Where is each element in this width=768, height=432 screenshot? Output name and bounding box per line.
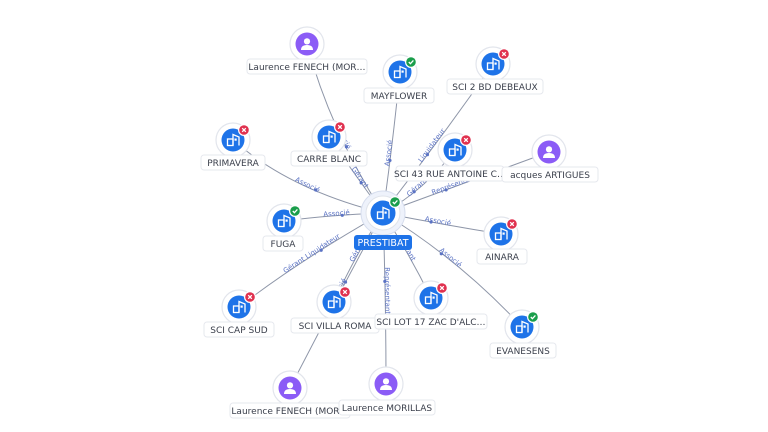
node-sci-lot-17[interactable]: SCI LOT 17 ZAC D'ALC… <box>374 280 488 330</box>
node-ainara[interactable]: AINARA <box>476 216 528 265</box>
node-label: SCI 43 RUE ANTOINE C… <box>394 170 506 180</box>
node-label: Laurence FENECH (MOR… <box>231 407 348 417</box>
node-label-bg <box>374 313 488 330</box>
node-label: Laurence FENECH (MOR… <box>248 63 365 73</box>
cross-badge-icon <box>238 124 250 136</box>
node-label-bg <box>262 235 304 252</box>
node-sci-43-rue-antoine[interactable]: SCI 43 RUE ANTOINE C… <box>394 132 506 182</box>
node-label: acques ARTIGUES <box>510 171 590 181</box>
node-label: SCI 2 BD DEBEAUX <box>452 83 537 93</box>
node-label-bg <box>501 166 599 183</box>
node-sci-villa-roma[interactable]: SCI VILLA ROMA <box>290 284 380 334</box>
node-mayflower[interactable]: MAYFLOWER <box>363 54 435 104</box>
node-laurence-fench-bottom[interactable]: Laurence FENECH (MOR… <box>229 370 351 419</box>
node-laurence-fench-top[interactable]: Laurence FENECH (MOR… <box>246 26 368 75</box>
node-label: MAYFLOWER <box>371 92 428 102</box>
node-laurence-morillas[interactable]: Laurence MORILLAS <box>338 366 436 416</box>
building-icon <box>327 295 341 309</box>
node-label-bg <box>246 58 368 75</box>
center-label: PRESTIBAT <box>357 238 408 249</box>
cross-badge-icon <box>334 121 346 133</box>
nodes-layer: Laurence FENECH (MOR… MAYFLOWER SCI 2 BD D… <box>200 26 599 419</box>
building-icon <box>486 57 500 71</box>
user-icon <box>301 38 313 50</box>
building-icon <box>424 291 438 305</box>
cross-badge-icon <box>506 218 518 230</box>
node-jacques-artigues[interactable]: acques ARTIGUES <box>501 134 599 183</box>
edge-label: Gérant <box>350 166 371 190</box>
center-label-pill <box>354 235 412 250</box>
user-icon <box>543 146 555 158</box>
edge-arrow <box>425 153 430 157</box>
check-badge-icon <box>289 205 301 217</box>
node-sci-2-bd-debeaux[interactable]: SCI 2 BD DEBEAUX <box>446 46 544 95</box>
edge-label: Associé <box>424 215 451 228</box>
check-badge-icon <box>405 56 417 68</box>
cross-badge-icon <box>498 48 510 60</box>
building-icon <box>515 320 529 334</box>
edge-label: Associé <box>294 176 321 195</box>
node-label: SCI LOT 17 ZAC D'ALC… <box>376 318 485 328</box>
node-label: EVANESENS <box>496 347 550 357</box>
node-label-bg <box>203 321 275 338</box>
node-carre-blanc[interactable]: CARRE BLANC <box>290 119 368 167</box>
building-icon <box>322 130 336 144</box>
building-icon <box>226 133 240 147</box>
edge-arrow <box>412 190 416 194</box>
node-label-bg <box>290 150 368 167</box>
edge-arrow <box>314 188 318 192</box>
node-fuga[interactable]: FUGA <box>262 203 304 252</box>
node-label: CARRE BLANC <box>297 155 361 165</box>
edge-arrow <box>344 145 348 149</box>
edge-label: Associé <box>438 246 464 269</box>
building-icon <box>376 206 390 220</box>
cross-badge-icon <box>339 286 351 298</box>
edge-label: Associé <box>383 139 394 166</box>
node-label: FUGA <box>271 240 297 250</box>
edge-arrow <box>359 181 363 185</box>
node-label-bg <box>476 248 528 265</box>
check-badge-icon <box>527 311 539 323</box>
user-icon <box>380 378 392 390</box>
edge-arrow <box>444 188 448 192</box>
edge-arrow <box>388 158 392 163</box>
building-icon <box>277 214 291 228</box>
edge-line <box>238 212 384 308</box>
edge-arrow <box>383 279 387 283</box>
building-icon <box>232 300 246 314</box>
node-label-bg <box>363 87 435 104</box>
node-label: SCI VILLA ROMA <box>299 322 373 332</box>
node-label-bg <box>446 78 544 95</box>
node-label: Laurence MORILLAS <box>342 404 432 414</box>
edge-label: Associé <box>323 209 350 219</box>
node-label-bg <box>338 399 436 416</box>
check-badge-icon <box>389 196 401 208</box>
edge-arrow <box>343 280 348 284</box>
cross-badge-icon <box>460 134 472 146</box>
node-label: SCI CAP SUD <box>210 326 268 336</box>
node-label-bg <box>489 342 557 359</box>
building-icon <box>448 143 462 157</box>
edge-arrow <box>439 252 443 256</box>
cross-badge-icon <box>244 291 256 303</box>
building-icon <box>393 65 407 79</box>
edge-sci-cap-sud: Gérant Liquidateur <box>238 212 384 308</box>
edge-arrow <box>340 213 344 217</box>
node-evanesens[interactable]: EVANESENS <box>489 309 557 359</box>
node-sci-cap-sud[interactable]: SCI CAP SUD <box>203 289 275 338</box>
building-icon <box>494 227 508 241</box>
cross-badge-icon <box>436 282 448 294</box>
center-node[interactable]: PRESTIBAT <box>354 190 412 250</box>
node-primavera[interactable]: PRIMAVERA <box>200 122 266 171</box>
node-label: PRIMAVERA <box>207 159 259 169</box>
node-label: AINARA <box>485 253 520 263</box>
user-icon <box>284 382 296 394</box>
edge-label: Représentant <box>383 267 392 314</box>
node-label-bg <box>200 154 266 171</box>
edge-arrow <box>319 248 323 252</box>
edge-arrow <box>429 220 433 224</box>
